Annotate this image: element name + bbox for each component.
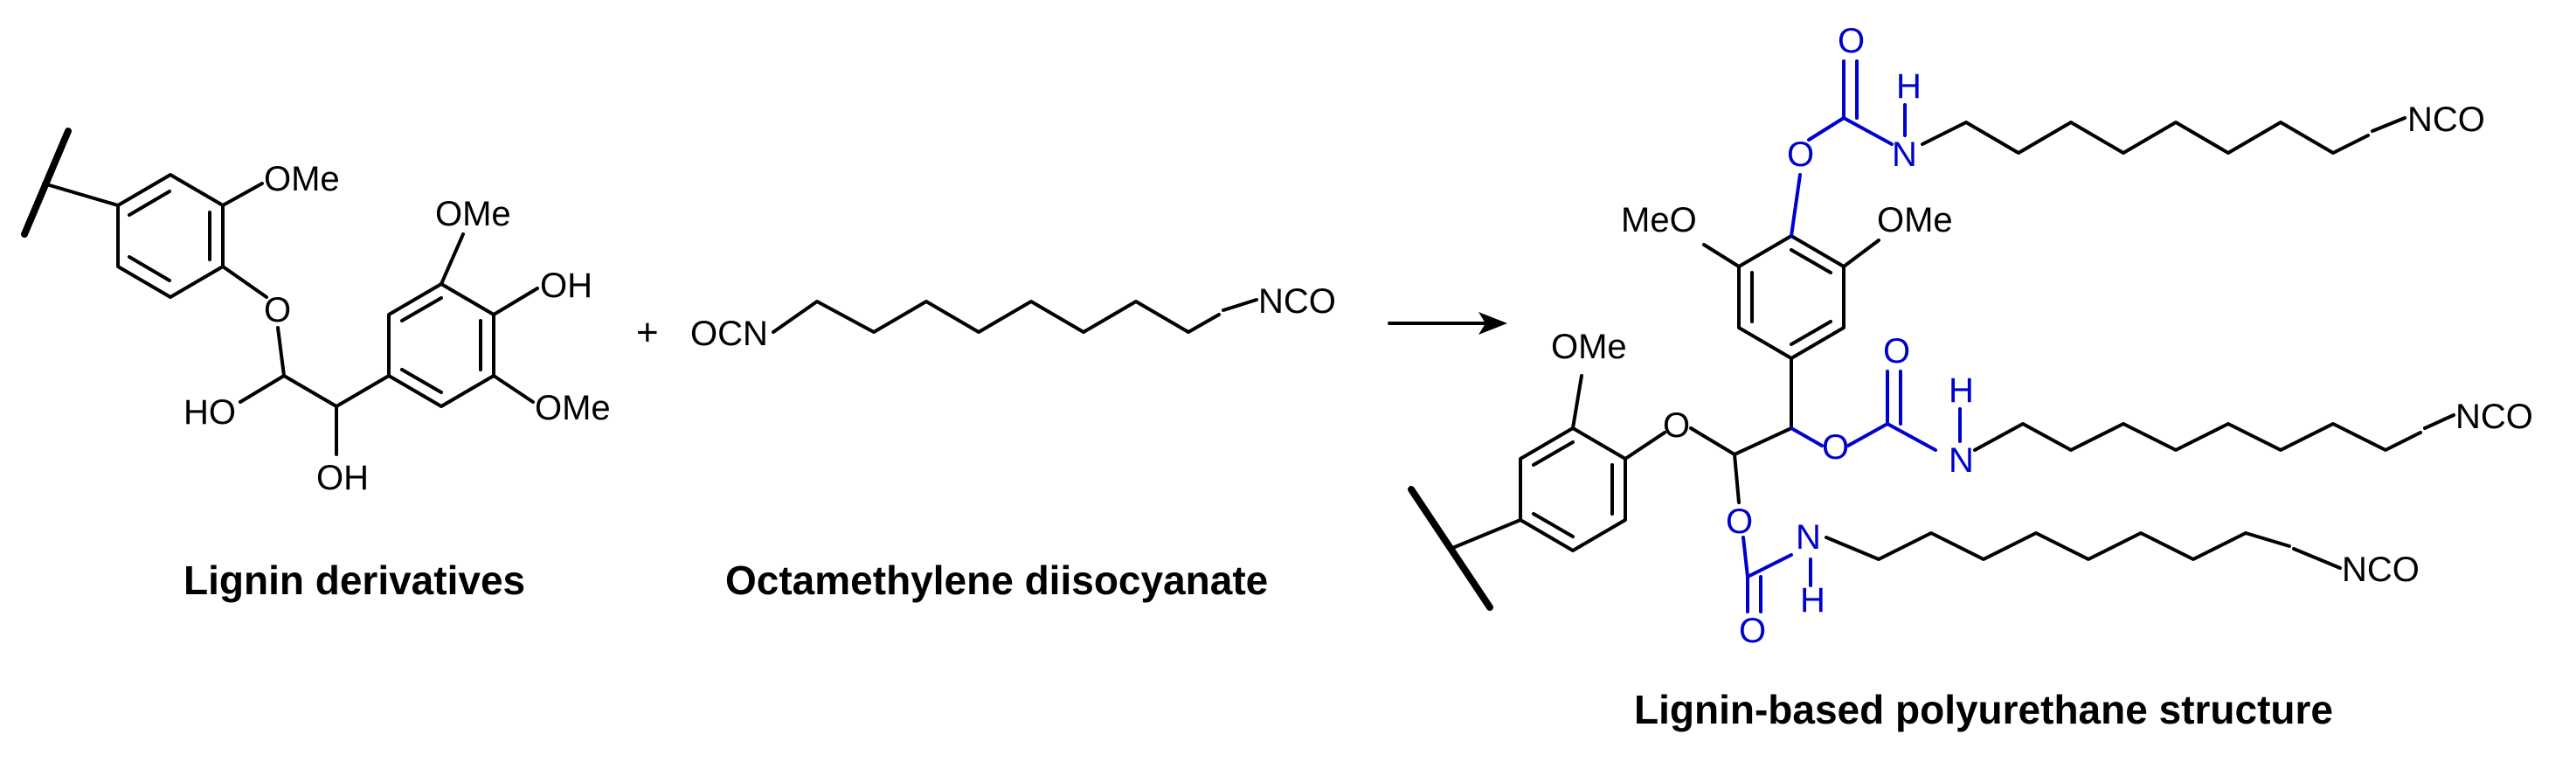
atom-label-ome: OMe bbox=[1551, 328, 1627, 366]
atom-label-n: N bbox=[1949, 441, 1974, 480]
atom-label-nco: NCO bbox=[2455, 398, 2533, 436]
atom-label-o: O bbox=[1838, 22, 1865, 60]
atom-label-o: O bbox=[1739, 612, 1766, 650]
atom-label-n: N bbox=[1892, 135, 1917, 174]
polyurethane-structure: OMe O MeO OMe O O N H NCO O bbox=[1408, 22, 2533, 650]
atom-label-o: O bbox=[1787, 135, 1814, 174]
atom-label-ome: OMe bbox=[264, 160, 340, 198]
atom-label-h: H bbox=[1800, 581, 1825, 620]
atom-label-h: H bbox=[1949, 371, 1974, 410]
caption-lignin-derivatives: Lignin derivatives bbox=[184, 558, 525, 603]
caption-octamethylene-diisocyanate: Octamethylene diisocyanate bbox=[725, 558, 1268, 603]
atom-label-meo: MeO bbox=[1621, 201, 1697, 239]
atom-label-o: O bbox=[264, 291, 291, 329]
atom-label-h: H bbox=[1896, 67, 1922, 106]
atom-label-o: O bbox=[1663, 406, 1690, 445]
atom-label-nco: NCO bbox=[2407, 100, 2485, 139]
diisocyanate-structure: OCN NCO bbox=[690, 282, 1336, 353]
atom-label-oh: OH bbox=[316, 459, 369, 497]
atom-label-o: O bbox=[1726, 502, 1753, 541]
atom-label-n: N bbox=[1796, 518, 1821, 557]
atom-label-o: O bbox=[1822, 428, 1849, 467]
caption-polyurethane-structure: Lignin-based polyurethane structure bbox=[1634, 687, 2333, 732]
atom-label-ome: OMe bbox=[535, 389, 611, 427]
lignin-derivative-structure: OMe O HO OH OMe OH OMe bbox=[21, 128, 611, 497]
reaction-arrow bbox=[1388, 312, 1507, 335]
atom-label-ocn: OCN bbox=[690, 315, 768, 353]
atom-label-o: O bbox=[1883, 332, 1910, 371]
atom-label-oh: OH bbox=[540, 267, 592, 305]
atom-label-nco: NCO bbox=[1258, 282, 1336, 321]
atom-label-ome: OMe bbox=[1877, 201, 1953, 239]
atom-label-ome: OMe bbox=[435, 195, 511, 233]
plus-sign: + bbox=[636, 311, 659, 354]
atom-label-ho: HO bbox=[184, 393, 236, 432]
atom-label-nco: NCO bbox=[2342, 551, 2420, 589]
